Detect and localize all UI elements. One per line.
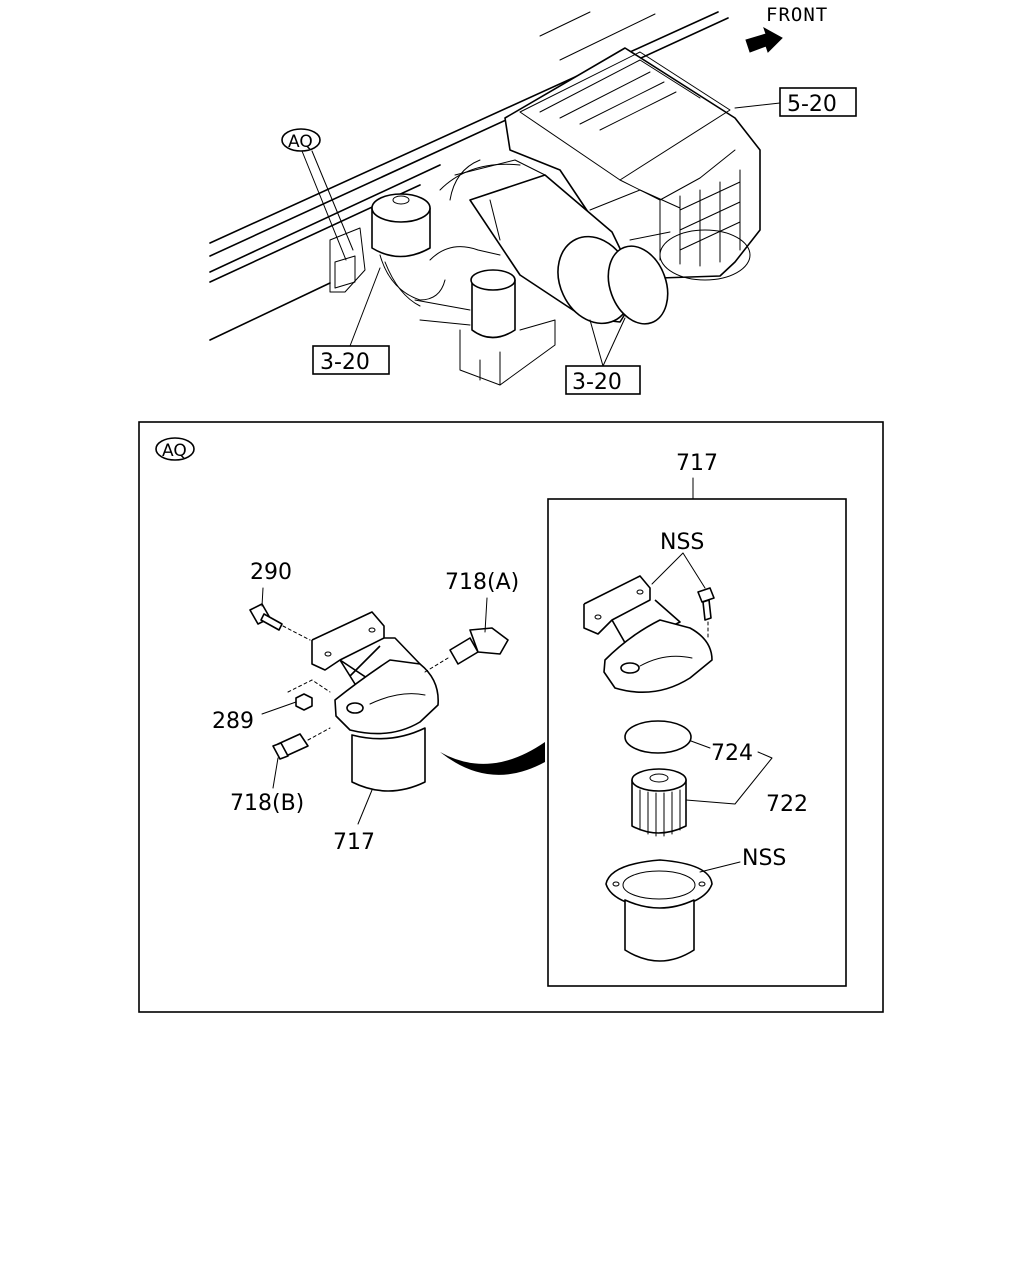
front-arrow-icon: [745, 26, 783, 53]
ref-3-20-left: 3-20: [320, 350, 370, 375]
label-290: 290: [250, 560, 292, 585]
fuel-filter-assembly: [329, 193, 446, 307]
ref-box-5-20: [779, 87, 857, 117]
o-ring-724: [624, 720, 692, 754]
ref-5-20: 5-20: [787, 92, 837, 117]
bolt-290: [249, 603, 311, 641]
expand-arrow-icon: [440, 742, 545, 775]
inset-frame: [547, 498, 847, 987]
filter-bowl-717: [351, 727, 426, 792]
label-717-inset: 717: [676, 451, 718, 476]
nut-289: [287, 679, 331, 711]
label-nss-top: NSS: [660, 530, 704, 555]
label-722: 722: [766, 792, 808, 817]
filter-head-bracket: [311, 611, 439, 735]
overview-illustration: FRONT: [209, 4, 857, 395]
label-289: 289: [212, 709, 254, 734]
filter-element-722: [631, 768, 687, 837]
fitting-718a: [424, 627, 509, 673]
label-nss-bottom: NSS: [742, 846, 786, 871]
detail-leaders: [261, 587, 488, 825]
exhaust-cylinder: [439, 159, 669, 325]
ref-3-20-right: 3-20: [572, 370, 622, 395]
label-718b: 718(B): [230, 791, 304, 816]
aq-tag-outline: [281, 128, 321, 152]
label-717-main: 717: [333, 830, 375, 855]
aq-tag-detail-outline: [155, 437, 195, 461]
air-cleaner-housing: [504, 47, 761, 281]
front-label: FRONT: [766, 4, 828, 26]
label-724: 724: [711, 741, 753, 766]
lower-pump-components: [414, 159, 681, 386]
filter-bowl-nss: [605, 859, 713, 962]
aq-tag-detail: AQ: [162, 441, 187, 461]
label-718a: 718(A): [445, 570, 519, 595]
overview-callouts: AQ 5-20 3-20 3-20: [281, 87, 857, 395]
ref-box-3-20-left: [312, 345, 390, 375]
detail-frame: [138, 421, 884, 1013]
inset-717: 717: [547, 451, 847, 987]
detail-view-aq: AQ: [138, 421, 884, 1013]
fitting-718b: [272, 727, 331, 760]
aq-tag-top: AQ: [288, 132, 313, 152]
